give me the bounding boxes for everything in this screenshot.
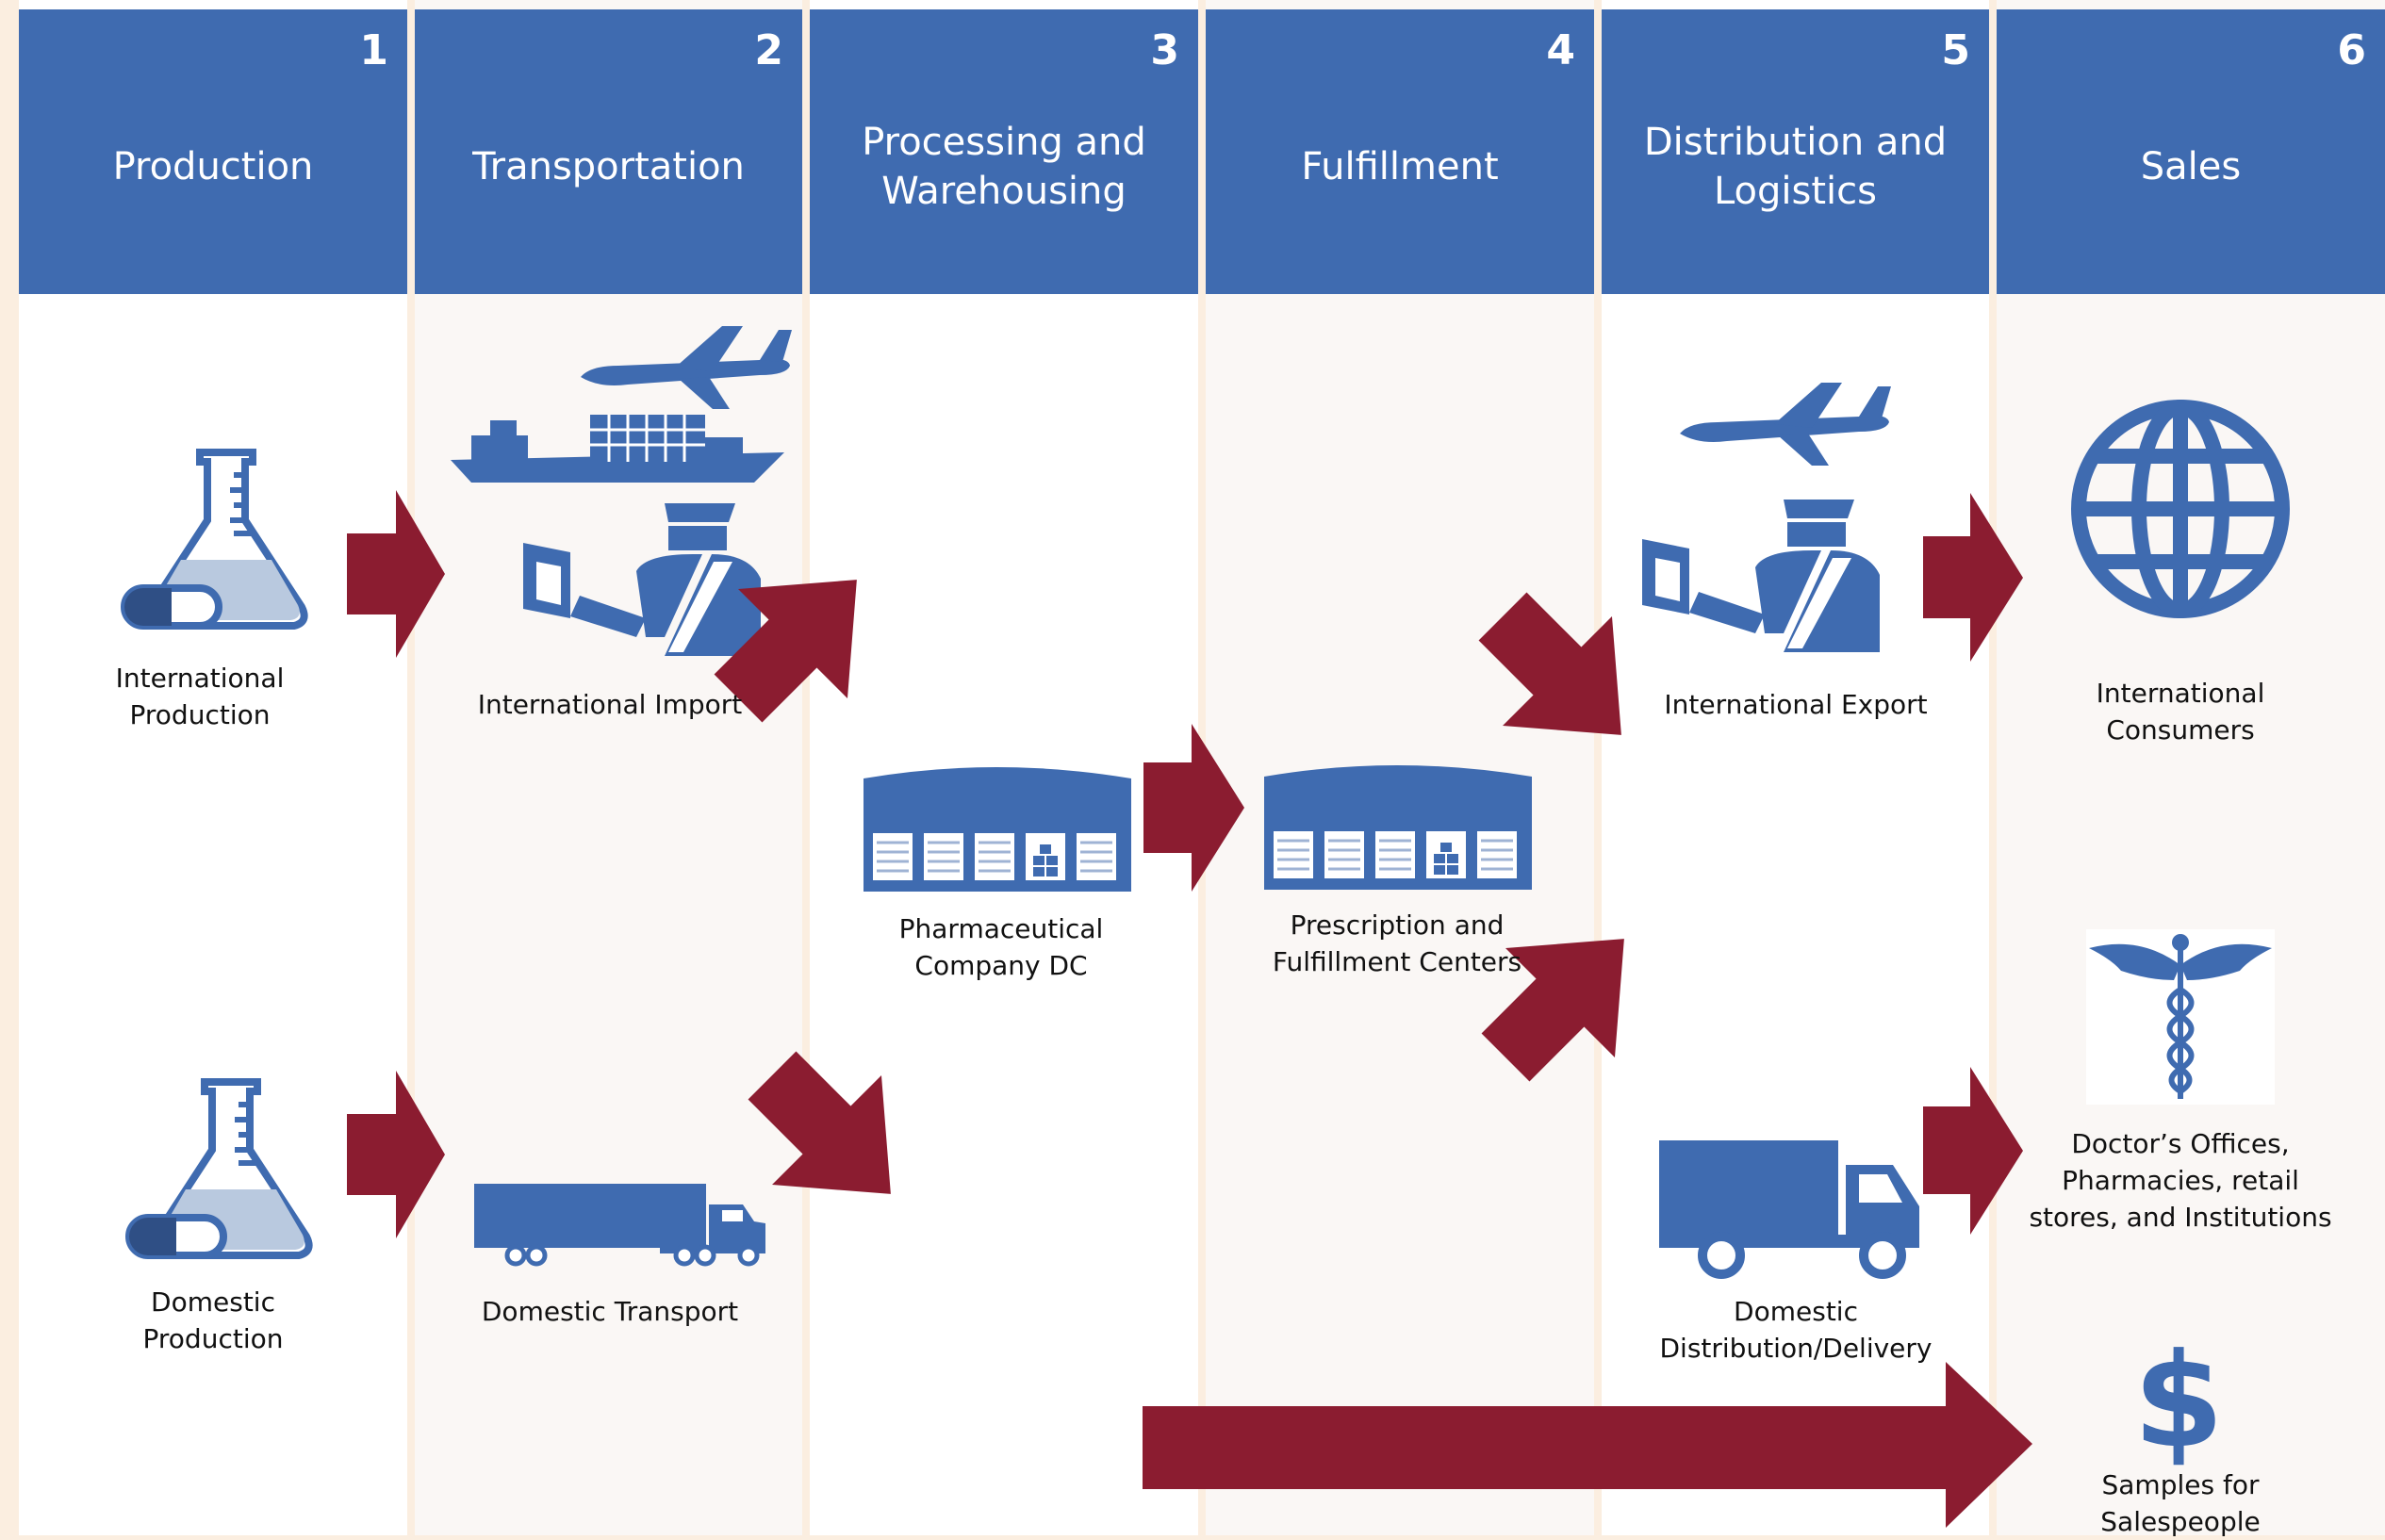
dollar-icon: $ [2133,1325,2224,1477]
node-label-international-export: International Export [1664,689,1928,720]
flow-arrow [347,490,445,658]
column-header-fulfillment: 4 Fulfillment [1206,9,1594,294]
flow-arrow [1923,493,2023,662]
column-header-production: 1 Production [19,9,407,294]
column-number: 1 [359,26,388,74]
column-number: 6 [2337,26,2366,74]
node-label-international-production: International Production [115,663,285,730]
column-title: Fulfillment [1301,145,1499,188]
caduceus-icon [2086,929,2275,1105]
globe-icon [2071,400,2290,618]
customs-officer-icon [523,503,761,656]
flow-arrow [1923,1067,2023,1235]
column-number: 3 [1150,26,1179,74]
cargo-ship-icon [451,415,784,483]
airplane-icon [581,326,792,409]
node-label-pharmaceutical-dc: Pharmaceutical Company DC [898,913,1104,981]
warehouse-icon [1262,763,1534,892]
column-header-transportation: 2 Transportation [415,9,802,294]
column-header-sales: 6 Sales [1997,9,2385,294]
box-truck-icon [1659,1140,1919,1279]
node-label-domestic-production: Domestic Production [142,1286,284,1354]
column-title: Distribution and Logistics [1643,121,1948,213]
warehouse-icon [862,765,1133,893]
flask-pill-icon [124,452,304,626]
node-label-domestic-delivery: Domestic Distribution/Delivery [1659,1296,1933,1364]
column-title: Production [112,145,314,188]
node-label-prescription-centers: Prescription and Fulfillment Centers [1272,909,1522,977]
semi-truck-icon [474,1184,765,1267]
column-header-distribution: 5 Distribution and Logistics [1602,9,1989,294]
column-number: 2 [754,26,783,74]
customs-officer-icon [1642,500,1880,652]
node-label-domestic-transport: Domestic Transport [481,1296,739,1327]
node-label-samples: Samples for Salespeople [2100,1469,2261,1537]
flow-arrow-long [1143,1362,2032,1528]
column-title: Processing and Warehousing [862,121,1146,213]
column-title: Transportation [472,145,745,188]
column-header-processing: 3 Processing and Warehousing [810,9,1198,294]
flask-pill-icon [129,1082,309,1255]
flow-arrow [1478,592,1621,735]
column-number: 5 [1941,26,1970,74]
flow-arrow [1481,939,1624,1082]
column-number: 4 [1546,26,1575,74]
column-title: Sales [2140,145,2242,188]
flow-arrow [714,580,857,723]
flow-arrow [748,1051,891,1194]
node-label-doctors-offices: Doctor’s Offices, Pharmacies, retail sto… [2029,1128,2332,1233]
node-label-international-import: International Import [477,689,743,720]
flow-arrow [1143,724,1244,892]
flow-arrow [347,1071,445,1238]
airplane-icon [1680,383,1891,466]
node-label-international-consumers: International Consumers [2096,678,2265,745]
